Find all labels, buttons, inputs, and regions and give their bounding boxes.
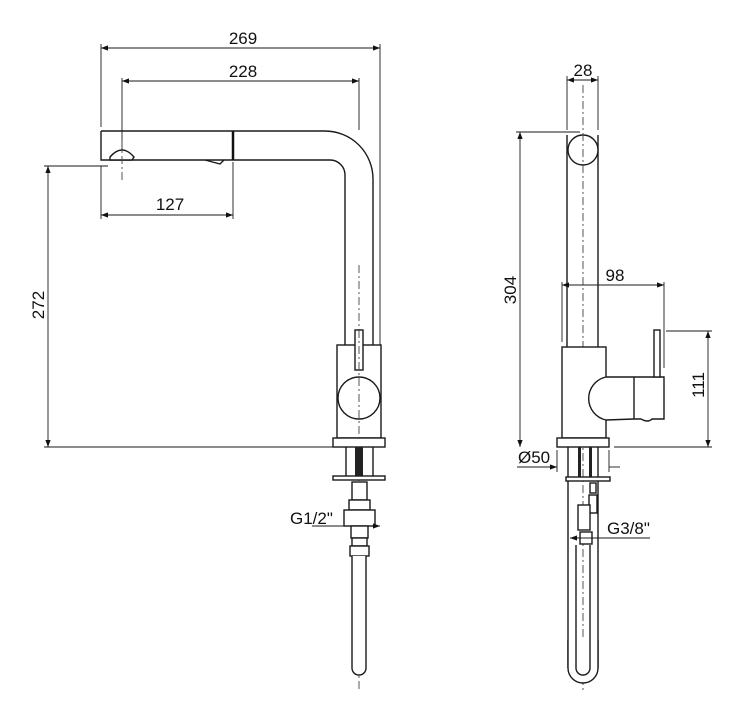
dim-127-label: 127 [156, 195, 184, 214]
dim-111-label: 111 [689, 372, 708, 398]
aerator [109, 149, 135, 161]
front-base-plate [332, 437, 386, 448]
dim-269-label: 269 [229, 29, 257, 48]
front-view: 269 228 127 272 G1/2" [29, 29, 386, 690]
joystick-lever [653, 329, 661, 378]
side-hose [567, 640, 599, 684]
side-base-plate [556, 437, 610, 448]
dim-28-label: 28 [574, 61, 593, 80]
dim-304-label: 304 [501, 276, 520, 304]
dim-272-label: 272 [29, 291, 48, 319]
front-hose [351, 556, 367, 676]
thread-g12-label: G1/2" [290, 509, 333, 528]
dim-50-label: Ø50 [518, 448, 550, 467]
spout-outline [100, 130, 374, 345]
dim-228-label: 228 [229, 62, 257, 81]
thread-g38-label: G3/8" [607, 519, 650, 538]
side-view: 28 304 98 111 Ø50 [501, 61, 712, 690]
side-handle [587, 376, 665, 422]
dim-98-label: 98 [606, 266, 625, 285]
